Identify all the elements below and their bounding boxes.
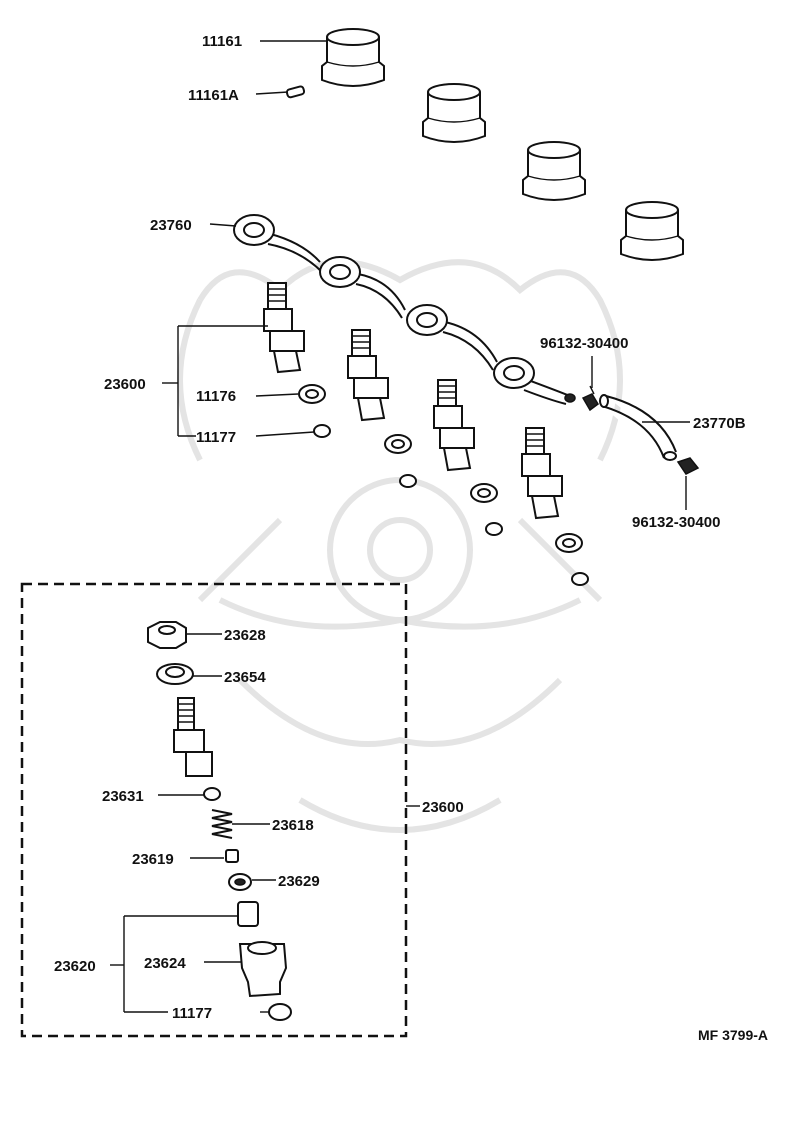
label-23654: 23654 (224, 669, 266, 686)
label-23631: 23631 (102, 788, 144, 805)
label-23620: 23620 (54, 958, 96, 975)
nozzle-needle (237, 901, 259, 927)
part-23629 (228, 873, 252, 891)
injector-2 (347, 329, 389, 422)
label-23624: 23624 (144, 955, 186, 972)
label-11176: 11176 (196, 388, 236, 405)
gasket-11177-box (268, 1003, 292, 1021)
watermark-emblem (177, 259, 623, 833)
nozzle-holder-seat-4 (620, 201, 684, 261)
label-23629: 23629 (278, 873, 320, 890)
hose-clip-upper (581, 385, 599, 412)
label-11177-bottom: 11177 (172, 1005, 212, 1022)
leakage-hose (599, 394, 677, 461)
label-11161: 11161 (202, 33, 242, 50)
leader-lines (110, 40, 690, 1013)
nozzle-23624 (238, 941, 288, 998)
label-clip-upper: 96132-30400 (540, 335, 628, 352)
nozzle-holder-seat-2 (422, 83, 486, 143)
label-23770b: 23770B (693, 415, 746, 432)
nozzle-holder-body (173, 697, 213, 777)
injector-exploded-box (20, 582, 408, 1038)
label-clip-lower: 96132-30400 (632, 514, 720, 531)
seat-pin (285, 85, 306, 99)
part-23619 (225, 849, 239, 863)
label-11161a: 11161A (188, 87, 239, 104)
label-23760: 23760 (150, 217, 192, 234)
label-23619: 23619 (132, 851, 174, 868)
part-23631 (203, 787, 221, 801)
injector-1 (263, 282, 305, 374)
spring-23618 (211, 809, 233, 839)
washer-23654 (156, 663, 194, 685)
nut-23628 (147, 621, 187, 649)
hose-clip-lower (676, 457, 700, 475)
label-11177-top: 11177 (196, 429, 236, 446)
label-23628: 23628 (224, 627, 266, 644)
nozzle-holder-seat-1 (321, 28, 385, 87)
label-23600-box: 23600 (422, 799, 464, 816)
label-23618: 23618 (272, 817, 314, 834)
injection-pipe (233, 214, 576, 405)
figure-reference: MF 3799-A (698, 1027, 768, 1043)
injector-4 (521, 427, 563, 520)
injector-3 (433, 379, 475, 472)
label-23600-group: 23600 (104, 376, 146, 393)
gasket-set (298, 384, 589, 586)
nozzle-holder-seat-3 (522, 141, 586, 201)
